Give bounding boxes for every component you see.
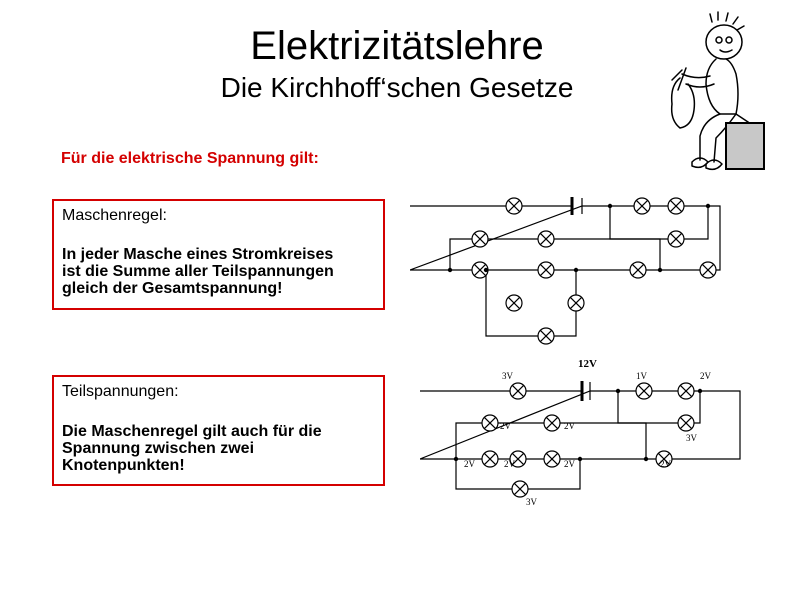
lamp-icon — [667, 197, 685, 215]
lamp-icon — [567, 294, 585, 312]
lamp-icon — [667, 230, 685, 248]
voltage-label: 3V — [502, 371, 514, 381]
lamp-icon — [633, 197, 651, 215]
teilspannungen-line-2: Spannung zwischen zwei — [62, 440, 255, 457]
voltage-label: 2V — [700, 371, 712, 381]
lamp-icon — [677, 382, 695, 400]
maschenregel-line-1: In jeder Masche eines Stromkreises — [62, 246, 334, 263]
cartoon-figure-illustration — [670, 11, 765, 171]
maschenregel-text: In jeder Masche eines Stromkreises ist d… — [62, 246, 334, 297]
lamp-icon — [655, 450, 673, 468]
teilspannungen-box: Teilspannungen: Die Maschenregel gilt au… — [52, 375, 385, 486]
voltage-label-source: 12V — [578, 358, 597, 370]
lamp-icon — [505, 197, 523, 215]
teilspannungen-line-3: Knotenpunkten! — [62, 457, 185, 474]
lamp-icon — [543, 450, 561, 468]
voltage-label: 3V — [686, 433, 698, 443]
lamp-icon — [699, 261, 717, 279]
lamp-icon — [537, 261, 555, 279]
lamp-icon — [635, 382, 653, 400]
lamp-group — [481, 382, 695, 498]
lamp-icon — [481, 450, 499, 468]
lamp-icon — [537, 230, 555, 248]
lamp-icon — [505, 294, 523, 312]
circuit-diagram-teilspannungen: 12V 3V 1V 2V 2V 3V 2V 2V 2V 2V 2V 3V — [420, 358, 741, 507]
lamp-icon — [471, 261, 489, 279]
maschenregel-line-2: ist die Summe aller Teilspannungen — [62, 263, 334, 280]
voltage-label: 2V — [504, 459, 516, 469]
maschenregel-heading: Maschenregel: — [62, 207, 167, 224]
lamp-icon — [509, 382, 527, 400]
lamp-icon — [543, 414, 561, 432]
maschenregel-line-3: gleich der Gesamtspannung! — [62, 280, 283, 297]
lamp-icon — [629, 261, 647, 279]
lamp-icon — [537, 327, 555, 345]
teilspannungen-line-1: Die Maschenregel gilt auch für die — [62, 423, 322, 440]
lamp-icon — [677, 414, 695, 432]
voltage-label: 2V — [500, 421, 512, 431]
slide-subtitle: Die Kirchhoff‘schen Gesetze — [220, 72, 574, 103]
maschenregel-box: Maschenregel: In jeder Masche eines Stro… — [52, 199, 385, 310]
lamp-icon — [511, 480, 529, 498]
voltage-label: 2V — [564, 421, 576, 431]
lamp-icon — [481, 414, 499, 432]
voltage-label: 2V — [660, 459, 672, 469]
voltage-label: 3V — [526, 497, 538, 507]
lamp-icon — [509, 450, 527, 468]
voltage-label: 2V — [464, 459, 476, 469]
teilspannungen-heading: Teilspannungen: — [62, 383, 179, 400]
teilspannungen-text: Die Maschenregel gilt auch für die Spann… — [62, 423, 322, 474]
circuit-diagram-maschenregel — [410, 197, 721, 345]
lamp-group — [471, 197, 717, 345]
lamp-icon — [471, 230, 489, 248]
voltage-label: 2V — [564, 459, 576, 469]
voltage-label: 1V — [636, 371, 648, 381]
intro-text: Für die elektrische Spannung gilt: — [61, 150, 319, 167]
slide-title: Elektrizitätslehre — [250, 24, 544, 68]
